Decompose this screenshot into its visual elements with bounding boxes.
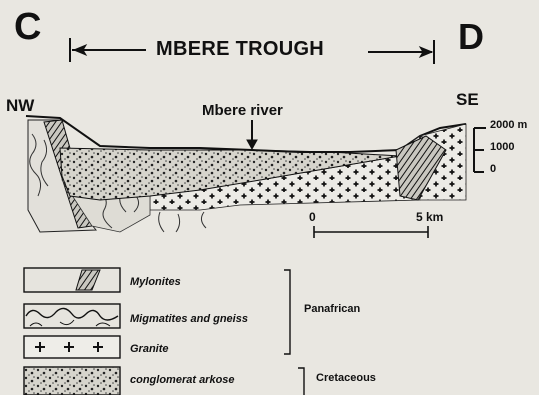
distance-scale-end: 5 km [416, 210, 443, 224]
legend-swatches [24, 268, 120, 395]
legend-label-migmatites: Migmatites and gneiss [130, 313, 248, 325]
legend-group-panafrican: Panafrican [304, 303, 360, 315]
elevation-tick-label: 0 [490, 163, 496, 175]
legend-swatch-conglomerate [24, 367, 120, 395]
distance-scale-bar [314, 226, 428, 238]
section-start-label: C [14, 6, 41, 49]
legend-swatch-mylonite [24, 268, 120, 292]
legend-label-conglomerate: conglomerat arkose [130, 374, 235, 386]
elevation-tick-label: 1000 [490, 141, 514, 153]
right-orientation-label: SE [456, 90, 479, 110]
section-end-label: D [458, 16, 484, 58]
legend-group-cretaceous: Cretaceous [316, 372, 376, 384]
legend-label-granite: Granite [130, 343, 169, 355]
legend-group-brackets [284, 270, 304, 395]
legend-swatch-granite [24, 336, 120, 358]
left-orientation-label: NW [6, 96, 34, 116]
legend-swatch-migmatite [24, 304, 120, 328]
trough-title: MBERE TROUGH [156, 38, 324, 61]
topographic-surface [26, 116, 466, 152]
legend-label-mylonites: Mylonites [130, 276, 181, 288]
river-arrow [247, 120, 257, 149]
river-label: Mbere river [202, 102, 283, 119]
elevation-scale-bar [474, 128, 486, 172]
elevation-tick-label: 2000 m [490, 119, 527, 131]
distance-scale-start: 0 [309, 210, 316, 224]
